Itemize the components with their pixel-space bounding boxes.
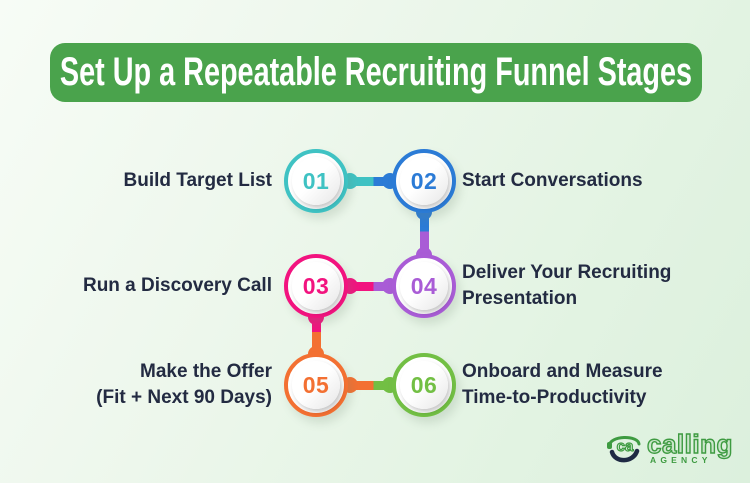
logo-subtitle: AGENCY <box>650 454 712 465</box>
stage-label-02: Start Conversations <box>462 168 643 194</box>
stage-label-01: Build Target List <box>124 168 272 194</box>
stage-label-04-line1: Deliver Your Recruiting <box>462 262 672 283</box>
stage-number-04: 04 <box>410 272 438 299</box>
connector-05-06 <box>340 381 408 390</box>
stage-circle-04: 04 <box>392 254 456 318</box>
stage-circle-06: 06 <box>392 353 456 417</box>
stage-label-03: Run a Discovery Call <box>83 273 272 299</box>
connector-03-04 <box>340 282 408 291</box>
stage-circle-06-inner: 06 <box>400 361 448 409</box>
stage-number-02: 02 <box>410 167 438 194</box>
connector-02-04 <box>420 205 429 261</box>
stage-label-06: Onboard and Measure Time-to-Productivity <box>462 359 663 411</box>
stage-label-03-line: Run a Discovery Call <box>82 275 272 296</box>
headset-smile-icon: ca <box>607 436 641 463</box>
stage-circle-01: 01 <box>284 149 348 213</box>
title-banner: Set Up a Repeatable Recruiting Funnel St… <box>50 43 702 102</box>
stage-label-05-line1: Make the Offer <box>140 361 272 382</box>
stage-label-01-line: Build Target List <box>123 170 272 191</box>
stage-number-01: 01 <box>302 167 330 194</box>
calling-agency-logo: ca calling AGENCY <box>604 429 733 467</box>
stage-label-05-line2: (Fit + Next 90 Days) <box>96 387 272 408</box>
stage-circle-05: 05 <box>284 353 348 417</box>
stage-label-02-line: Start Conversations <box>462 170 643 191</box>
stage-label-06-line2: Time-to-Productivity <box>462 387 647 408</box>
stage-circle-03-inner: 03 <box>292 262 340 310</box>
page-title: Set Up a Repeatable Recruiting Funnel St… <box>59 50 693 94</box>
stage-label-04-line2: Presentation <box>462 288 578 309</box>
connector-01-02 <box>340 177 408 186</box>
stage-circle-05-inner: 05 <box>292 361 340 409</box>
connector-03-05 <box>312 310 321 360</box>
stage-circle-02: 02 <box>392 149 456 213</box>
stage-circle-02-inner: 02 <box>400 157 448 205</box>
stage-circle-01-inner: 01 <box>292 157 340 205</box>
stage-number-05: 05 <box>302 371 330 398</box>
svg-text:ca: ca <box>617 438 634 455</box>
stage-number-03: 03 <box>302 272 330 299</box>
stage-label-06-line1: Onboard and Measure <box>462 361 663 382</box>
stage-label-04: Deliver Your Recruiting Presentation <box>462 260 671 312</box>
stage-circle-04-inner: 04 <box>400 262 448 310</box>
logo-brand-name: calling <box>646 428 733 459</box>
stage-label-05: Make the Offer (Fit + Next 90 Days) <box>96 359 272 411</box>
logo-text: calling AGENCY <box>646 428 733 465</box>
stage-circle-03: 03 <box>284 254 348 318</box>
stage-number-06: 06 <box>410 371 438 398</box>
